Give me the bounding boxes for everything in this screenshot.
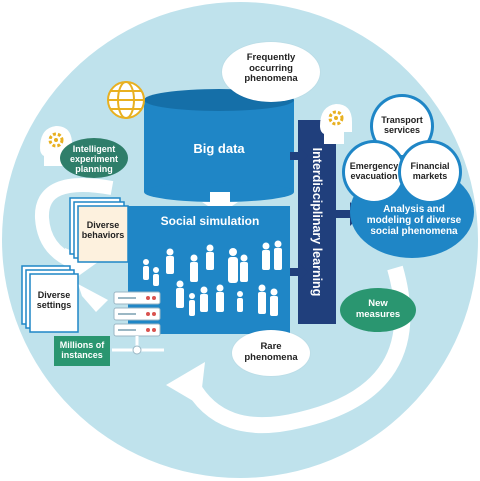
frequently-bubble	[222, 42, 320, 102]
server-icon	[112, 291, 164, 355]
person-silhouette-icon	[143, 240, 282, 316]
new-measures-pill	[340, 288, 416, 332]
analysis-label: Analysis and modeling of diverse social …	[366, 204, 462, 238]
document-icon-settings	[21, 265, 79, 333]
new-measures-label: New measures	[355, 298, 401, 320]
head-icon-right	[320, 104, 352, 144]
cycle-arrowhead-bottom	[166, 362, 205, 405]
gear-icon-right	[328, 110, 344, 126]
diverse-settings-label: Diverse settings	[36, 290, 72, 311]
arrow-into-bar-bottom	[290, 262, 308, 282]
transport-circle	[373, 97, 431, 155]
emergency-circle	[345, 143, 403, 201]
intelligent-planning-pill	[60, 138, 128, 178]
emergency-label: Emergency evacuation	[349, 161, 399, 182]
cycle-arrow-left	[35, 178, 114, 269]
arrow-big-data-down	[202, 192, 238, 214]
arrow-settings	[78, 284, 108, 312]
millions-box	[54, 336, 110, 366]
frequently-label: Frequently occurring phenomena	[244, 52, 298, 85]
intelligent-planning-label: Intelligent experiment planning	[69, 144, 119, 175]
rare-bubble	[232, 330, 310, 376]
gear-icon	[48, 132, 64, 148]
cycle-arrow-bottom	[182, 265, 411, 434]
interdisciplinary-label: Interdisciplinary learning	[310, 147, 324, 297]
big-data-label: Big data	[193, 141, 245, 156]
globe-icon	[107, 81, 145, 119]
financial-label: Financial markets	[410, 161, 450, 182]
financial-circle	[401, 143, 459, 201]
social-simulation-label: Social simulation	[160, 214, 260, 228]
arrow-into-bar-top	[290, 146, 308, 166]
diverse-behaviors-label: Diverse behaviors	[81, 220, 125, 241]
rare-label: Rare phenomena	[244, 341, 298, 363]
document-icon	[69, 197, 129, 263]
transport-label: Transport services	[381, 115, 423, 136]
millions-label: Millions of instances	[59, 340, 105, 361]
